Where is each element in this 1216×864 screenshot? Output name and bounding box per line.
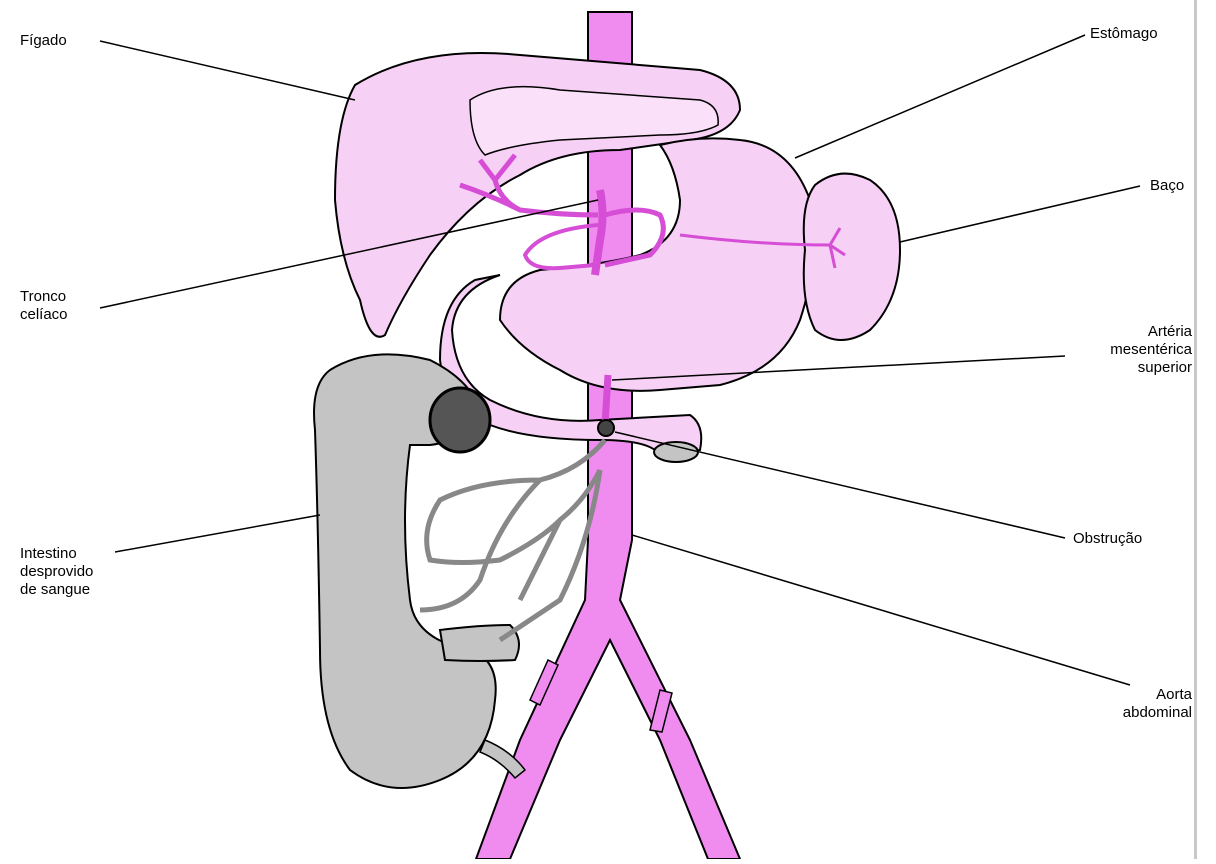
leader-figado: [100, 41, 355, 100]
spleen: [804, 174, 900, 340]
duodenum-opening: [654, 442, 698, 462]
label-baco: Baço: [1150, 177, 1184, 195]
vertical-scrollbar[interactable]: [1194, 0, 1216, 859]
label-aorta-abdominal: Aorta abdominal: [1123, 686, 1192, 722]
label-tronco-celiaco: Tronco celíaco: [20, 288, 68, 324]
leader-obstrucao: [615, 432, 1065, 538]
leader-aorta: [632, 535, 1130, 685]
leader-estomago: [795, 35, 1085, 158]
scrollbar-track[interactable]: [1194, 0, 1197, 859]
colon-opening: [430, 388, 490, 452]
label-figado: Fígado: [20, 32, 67, 50]
label-obstrucao: Obstrução: [1073, 530, 1142, 548]
label-arteria-mesenterica: Artéria mesentérica superior: [1110, 323, 1192, 377]
colon-stub: [440, 625, 519, 661]
mesenteric-vessels: [420, 440, 605, 640]
label-estomago: Estômago: [1090, 25, 1158, 43]
leader-intestino: [115, 515, 320, 552]
obstruction-point: [598, 420, 614, 436]
sma: [605, 375, 608, 425]
stomach: [500, 138, 813, 391]
label-intestino: Intestino desprovido de sangue: [20, 545, 93, 599]
leader-baco: [900, 186, 1140, 242]
